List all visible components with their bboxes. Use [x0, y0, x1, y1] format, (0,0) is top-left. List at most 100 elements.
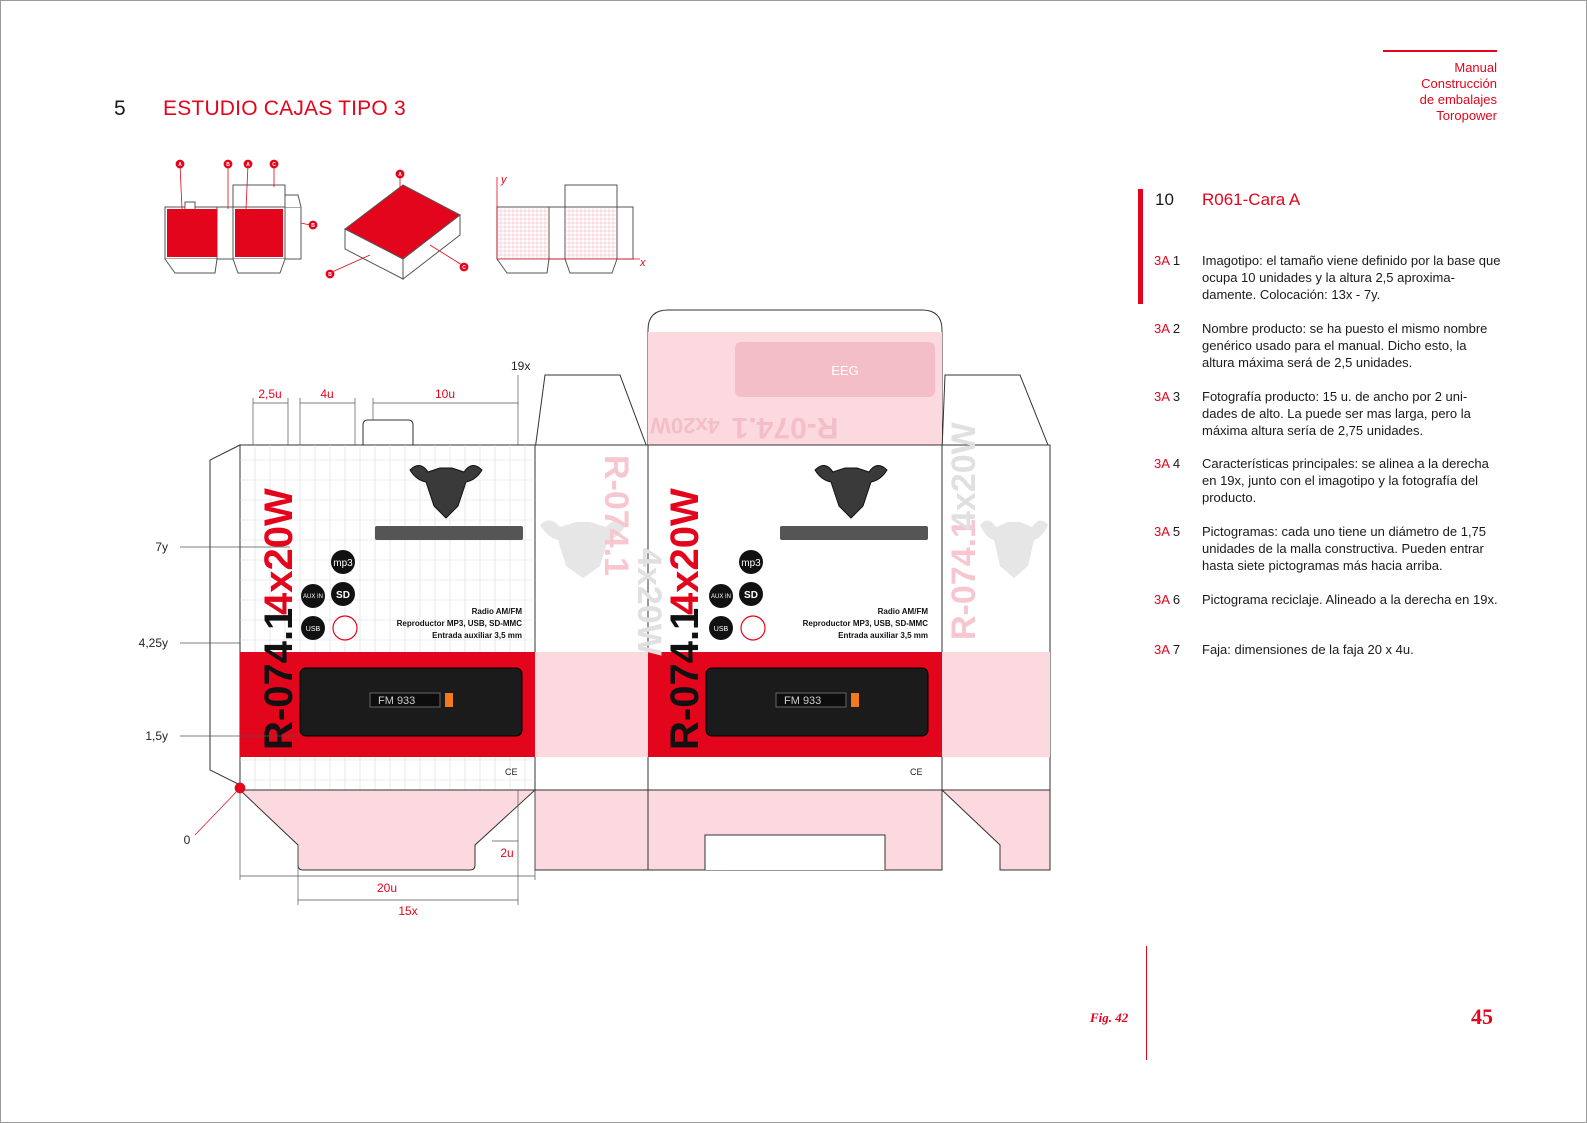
- feature-line: Reproductor MP3, USB, SD-MMC: [803, 619, 929, 628]
- feature-line: Entrada auxiliar 3,5 mm: [432, 631, 522, 640]
- note-code: 3A: [1154, 524, 1170, 539]
- bull-logo: [375, 465, 523, 540]
- radio-display-text: FM 933: [784, 695, 821, 707]
- note-text: Imagotipo: el tamaño viene definido por …: [1202, 253, 1501, 302]
- pictogram-mp3: mp3: [333, 558, 353, 569]
- pictogram-sd: SD: [744, 590, 758, 601]
- note-code: 3A: [1154, 456, 1170, 471]
- top-flap-radio-ghost: [735, 342, 935, 397]
- note-text: Fotografía producto: 15 u. de ancho por …: [1202, 389, 1471, 438]
- manual-line: Manual: [1454, 60, 1497, 75]
- logo-wordmark-bar: [375, 526, 523, 540]
- dim-label-2u: 2u: [500, 846, 513, 860]
- marker-label: B: [328, 272, 332, 278]
- features-block: Radio AM/FM Reproductor MP3, USB, SD-MMC…: [803, 607, 929, 640]
- band-faja-side: [942, 652, 1050, 757]
- dimension-labels: 2,5u 4u 10u 20u 15x 2u: [258, 387, 513, 918]
- manual-line: Construcción: [1421, 76, 1497, 91]
- marker-label: C: [272, 162, 276, 168]
- pictogram-placeholder: [332, 615, 358, 641]
- feature-line: Reproductor MP3, USB, SD-MMC: [397, 619, 523, 628]
- side-top-flap-left: [534, 374, 649, 451]
- dimension-lines: [180, 375, 536, 905]
- model-name-vertical: R-074.1: [257, 608, 301, 750]
- manual-title: Manual Construcción de embalajes Toropow…: [1420, 60, 1497, 124]
- pictogram-mp3: mp3: [741, 558, 761, 569]
- note-code: 3A: [1154, 642, 1170, 657]
- pictogram-set: mp3 AUX IN SD USB: [301, 550, 358, 641]
- note-text: Características principales: se alinea a…: [1202, 456, 1489, 505]
- note-code: 3A: [1154, 253, 1170, 268]
- axis-y-label: y: [500, 174, 508, 186]
- top-flap-display: EEG: [831, 363, 858, 378]
- band-faja-side: [535, 652, 648, 757]
- note-text: Pictogramas: cada uno tiene un diámetro …: [1202, 524, 1487, 573]
- dim-label-1-5y: 1,5y: [145, 729, 168, 743]
- side-model-ghost: R-074.1: [945, 519, 983, 640]
- manual-line: de embalajes: [1419, 92, 1497, 107]
- thumbnail-face-a: [167, 209, 217, 257]
- pictogram-placeholder: [740, 615, 766, 641]
- thumbnail-3d-box: [344, 184, 461, 281]
- top-flap: EEG R-074.1 4x20W: [647, 309, 943, 451]
- radio-display-text: FM 933: [378, 695, 415, 707]
- note-code: 3A: [1154, 321, 1170, 336]
- note-text: Pictograma reciclaje. Alineado a la dere…: [1202, 592, 1498, 607]
- ce-mark: CE: [505, 767, 518, 777]
- thumbnail-face-a: [235, 209, 283, 257]
- figure-number: 10: [1155, 190, 1174, 209]
- origin-label: 0: [184, 833, 191, 847]
- note-number: 4: [1172, 456, 1181, 471]
- axis-labels: 19x 7y 4,25y 1,5y 0: [139, 359, 531, 847]
- section-title: ESTUDIO CAJAS TIPO 3: [163, 97, 406, 120]
- pictogram-usb: USB: [306, 626, 321, 633]
- note-number: 2: [1172, 321, 1181, 336]
- dim-label-19x: 19x: [511, 359, 530, 373]
- power-vertical: 4x20W: [257, 488, 301, 615]
- dim-label-4u: 4u: [320, 387, 333, 401]
- dim-label-20u: 20u: [377, 881, 397, 895]
- bottom-flap-side: [534, 789, 649, 871]
- dim-label-4-25y: 4,25y: [139, 636, 168, 650]
- section-number: 5: [114, 97, 126, 120]
- model-name-vertical: R-074.1: [663, 608, 707, 750]
- top-flap-model-ghost: R-074.1: [732, 411, 839, 444]
- figure-title-bar: [1138, 189, 1143, 304]
- figure-title: R061-Cara A: [1202, 190, 1301, 209]
- ce-mark: CE: [910, 767, 923, 777]
- thumbnail-grid-lines: [497, 207, 617, 259]
- bull-logo: [780, 465, 928, 540]
- figure-label: Fig. 42: [1090, 1010, 1129, 1025]
- thumbnail-grid-box: [496, 184, 634, 274]
- ghost-bull-logo: [540, 520, 626, 578]
- marker-label: A: [398, 172, 402, 178]
- pictogram-usb: USB: [714, 626, 729, 633]
- side-power-ghost: 4x20W: [945, 421, 983, 530]
- marker-label: A: [178, 162, 182, 168]
- note-code: 3A: [1154, 592, 1170, 607]
- feature-line: Radio AM/FM: [878, 607, 929, 616]
- marker-label: B: [226, 162, 230, 168]
- dim-label-7y: 7y: [155, 540, 168, 554]
- manual-rule: [1383, 50, 1497, 52]
- top-flap-power-ghost: 4x20W: [650, 413, 720, 438]
- bottom-flap-left: [238, 789, 537, 871]
- ghost-bull-logo: [980, 520, 1048, 578]
- side-model-ghost: R-074.1: [597, 455, 635, 576]
- bottom-flap-right: [940, 789, 1051, 871]
- note-number: 5: [1172, 524, 1181, 539]
- feature-line: Radio AM/FM: [472, 607, 523, 616]
- footer-rule: [1146, 946, 1147, 1060]
- note-number: 1: [1172, 253, 1181, 268]
- pictogram-sd: SD: [336, 590, 350, 601]
- page-number: 45: [1471, 1004, 1493, 1029]
- bottom-flap-notch: [704, 834, 886, 870]
- radio-photo: FM 933: [299, 667, 523, 737]
- pictogram-aux-in: AUX IN: [303, 594, 323, 600]
- power-vertical: 4x20W: [663, 488, 707, 615]
- origin-marker: [194, 782, 246, 836]
- note-text: Nombre producto: se ha puesto el mismo n…: [1202, 321, 1488, 370]
- side-power-ghost: 4x20W: [630, 548, 668, 657]
- logo-wordmark-bar: [780, 526, 928, 540]
- note-text: Faja: dimensiones de la faja 20 x 4u.: [1202, 642, 1414, 657]
